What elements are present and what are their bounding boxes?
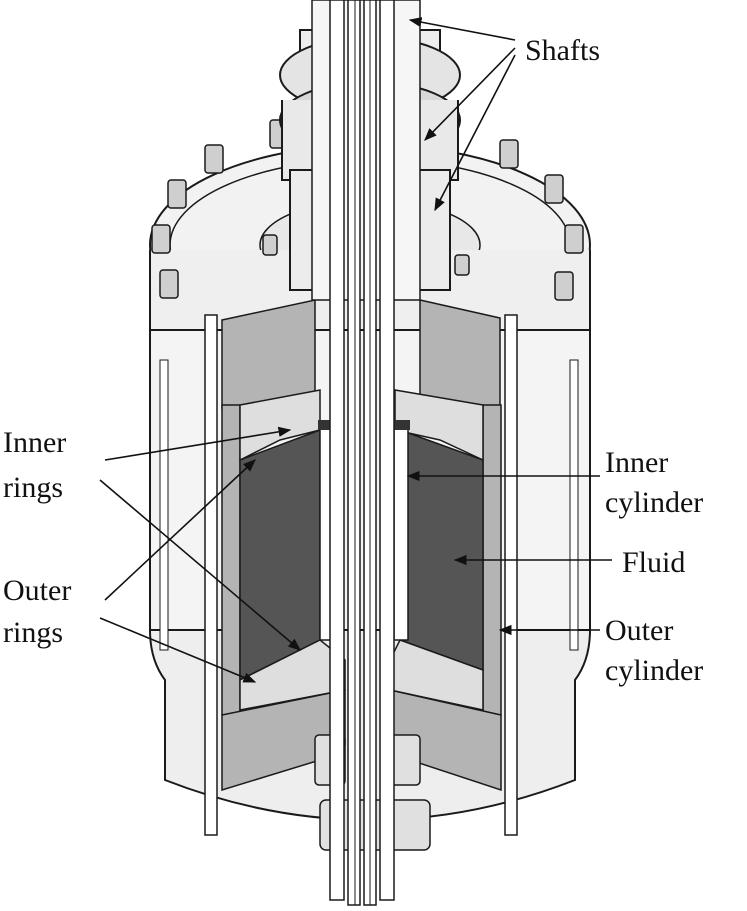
label-shafts: Shafts <box>525 34 600 67</box>
label-outer-rings-1: Outer <box>3 574 71 607</box>
top-rings <box>239 389 484 462</box>
top-end-cap <box>221 299 501 409</box>
shafts <box>311 0 421 906</box>
outer-cylinder-wall <box>221 404 502 716</box>
fluid-region <box>239 428 484 682</box>
label-outer-cylinder-2: cylinder <box>605 654 703 687</box>
label-inner-rings-2: rings <box>3 471 63 504</box>
label-outer-rings-2: rings <box>3 616 63 649</box>
label-inner-cylinder-2: cylinder <box>605 486 703 519</box>
label-fluid: Fluid <box>622 546 685 579</box>
label-inner-cylinder-1: Inner <box>605 446 668 479</box>
label-inner-rings-1: Inner <box>3 426 66 459</box>
label-outer-cylinder-1: Outer <box>605 614 673 647</box>
leader-lines <box>99 17 612 683</box>
bottom-rings <box>239 639 484 711</box>
